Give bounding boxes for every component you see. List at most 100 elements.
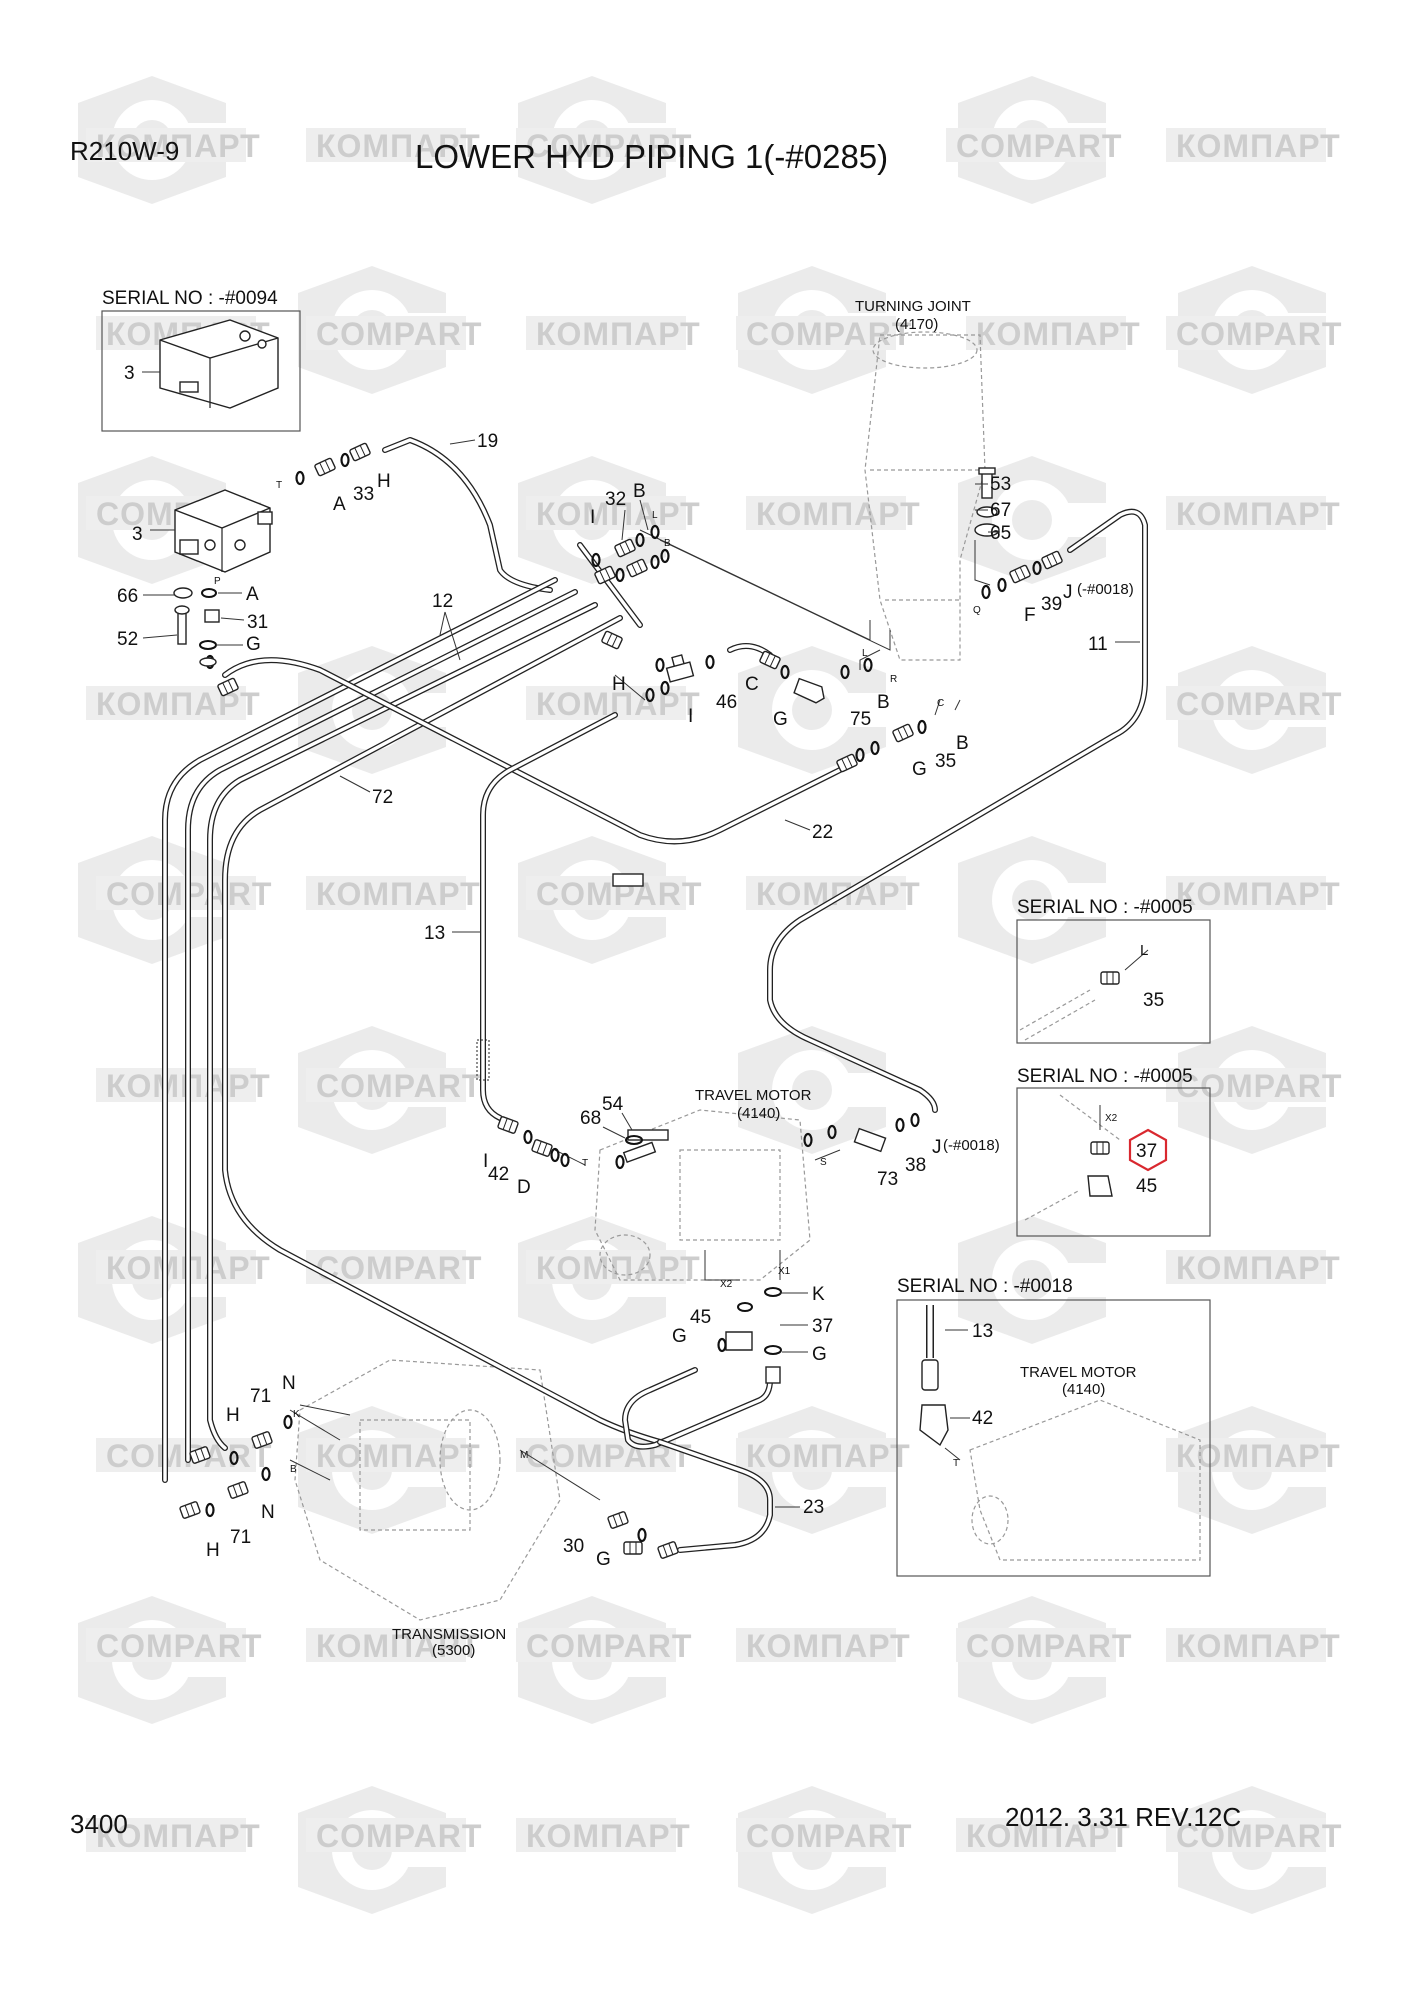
label-53: 53 — [990, 474, 1011, 495]
label-68: 68 — [580, 1108, 601, 1129]
svg-text:COMPART: COMPART — [316, 1068, 482, 1104]
dashed-connection-lines — [289, 529, 991, 1501]
svg-text:КОМПАРТ: КОМПАРТ — [96, 128, 261, 164]
label-42-inset: 42 — [972, 1408, 993, 1429]
label-P-block: P — [214, 576, 221, 587]
label-37: 37 — [812, 1316, 833, 1337]
fittings — [178, 442, 1064, 1560]
label-22: 22 — [812, 822, 833, 843]
svg-text:КОМПАРТ: КОМПАРТ — [1176, 1628, 1341, 1664]
svg-text:COMPART: COMPART — [96, 1628, 262, 1664]
label-T-block: T — [276, 480, 282, 491]
label-45: 45 — [690, 1307, 711, 1328]
inset-serial-0005-a-title: SERIAL NO : -#0005 — [1017, 897, 1193, 918]
inset-serial-0005-b: SERIAL NO : -#0005 X2 37 45 — [1016, 1066, 1211, 1237]
svg-text:COMPART: COMPART — [526, 128, 692, 164]
label-A-small: L — [652, 510, 658, 521]
travel-motor-ghost — [594, 1109, 811, 1281]
label-G-6: G — [596, 1549, 611, 1570]
svg-text:КОМПАРТ: КОМПАРТ — [976, 316, 1141, 352]
label-33: 33 — [353, 484, 374, 505]
watermark-texts: КОМПАРТ КОМПАРТ COMPART COMPART КОМПАРТ … — [86, 128, 1342, 1854]
transmission-ref: (5300) — [432, 1642, 475, 1659]
model-name: R210W-9 — [70, 136, 179, 166]
label-K-2: K — [293, 1409, 300, 1420]
label-N-2: N — [261, 1502, 275, 1523]
svg-text:COMPART: COMPART — [1176, 686, 1342, 722]
label-13-inset: 13 — [972, 1321, 993, 1342]
label-T-inset: T — [953, 1458, 959, 1469]
label-C-2: C — [745, 674, 759, 695]
label-I-2: I — [688, 706, 693, 727]
svg-text:КОМПАРТ: КОМПАРТ — [746, 1438, 911, 1474]
label-L-inset: L — [1140, 942, 1148, 959]
label-K-1: K — [812, 1284, 825, 1305]
label-54: 54 — [602, 1094, 624, 1115]
label-52: 52 — [117, 629, 138, 650]
label-71-1: 71 — [250, 1386, 271, 1407]
label-H-4: H — [206, 1540, 220, 1561]
label-X1: X1 — [778, 1266, 791, 1277]
page-title: LOWER HYD PIPING 1(-#0285) — [415, 138, 888, 175]
label-D: D — [517, 1177, 531, 1198]
label-M: M — [520, 1450, 528, 1461]
label-J-2: J — [932, 1137, 942, 1158]
label-31: 31 — [247, 612, 268, 633]
label-G-3: G — [912, 759, 927, 780]
svg-text:COMPART: COMPART — [1176, 1068, 1342, 1104]
turning-joint-ref: (4170) — [895, 316, 938, 333]
pipe-23 — [622, 1367, 773, 1553]
svg-text:КОМПАРТ: КОМПАРТ — [746, 1628, 911, 1664]
pipe-19 — [382, 437, 553, 593]
label-42: 42 — [488, 1164, 509, 1185]
label-35: 35 — [935, 751, 956, 772]
svg-text:КОМПАРТ: КОМПАРТ — [756, 876, 921, 912]
label-I-3: I — [483, 1151, 488, 1172]
svg-text:КОМПАРТ: КОМПАРТ — [1176, 128, 1341, 164]
travel-motor-ref: (4140) — [737, 1105, 780, 1122]
svg-text:COMPART: COMPART — [316, 1818, 482, 1854]
valve-block-main — [174, 489, 273, 573]
svg-text:КОМПАРТ: КОМПАРТ — [1176, 1250, 1341, 1286]
label-39: 39 — [1041, 594, 1062, 615]
label-3-main: 3 — [132, 524, 143, 545]
pipe-22 — [222, 657, 843, 845]
label-G-5: G — [812, 1344, 827, 1365]
label-S: S — [820, 1157, 827, 1168]
label-65: 65 — [990, 523, 1011, 544]
svg-text:COMPART: COMPART — [1176, 316, 1342, 352]
travel-motor-label: TRAVEL MOTOR — [695, 1087, 812, 1104]
inset-serial-0018: SERIAL NO : -#0018 13 42 T TRAVEL MOTOR … — [896, 1276, 1211, 1577]
svg-text:КОМПАРТ: КОМПАРТ — [96, 686, 261, 722]
svg-text:COMPART: COMPART — [1176, 1818, 1342, 1854]
label-45-inset: 45 — [1136, 1176, 1157, 1197]
inset-travel-motor-ref: (4140) — [1062, 1381, 1105, 1398]
svg-text:КОМПАРТ: КОМПАРТ — [756, 496, 921, 532]
svg-text:COMPART: COMPART — [316, 1250, 482, 1286]
label-32: 32 — [605, 489, 626, 510]
label-X2-inset: X2 — [1105, 1113, 1118, 1124]
label-30: 30 — [563, 1536, 584, 1557]
label-G-1: G — [246, 634, 261, 655]
label-B-2: B — [877, 692, 890, 713]
label-B-1: B — [633, 481, 646, 502]
pipe-12-bundle — [162, 577, 598, 1483]
label-46: 46 — [716, 692, 737, 713]
label-19: 19 — [477, 431, 498, 452]
label-72: 72 — [372, 787, 393, 808]
svg-text:КОМПАРТ: КОМПАРТ — [536, 496, 701, 532]
label-Q: Q — [973, 605, 981, 616]
svg-text:КОМПАРТ: КОМПАРТ — [316, 876, 481, 912]
label-serial-0018-b: (-#0018) — [943, 1137, 1000, 1154]
label-66: 66 — [117, 586, 138, 607]
label-N-1: N — [282, 1373, 296, 1394]
svg-text:COMPART: COMPART — [526, 1628, 692, 1664]
inset-serial-0094-title: SERIAL NO : -#0094 — [102, 288, 278, 309]
svg-text:КОМПАРТ: КОМПАРТ — [316, 128, 481, 164]
label-B-3: B — [956, 733, 969, 754]
label-75: 75 — [850, 709, 871, 730]
label-A-1: A — [333, 494, 346, 515]
turning-joint-label: TURNING JOINT — [855, 298, 971, 315]
svg-text:КОМПАРТ: КОМПАРТ — [966, 1818, 1131, 1854]
